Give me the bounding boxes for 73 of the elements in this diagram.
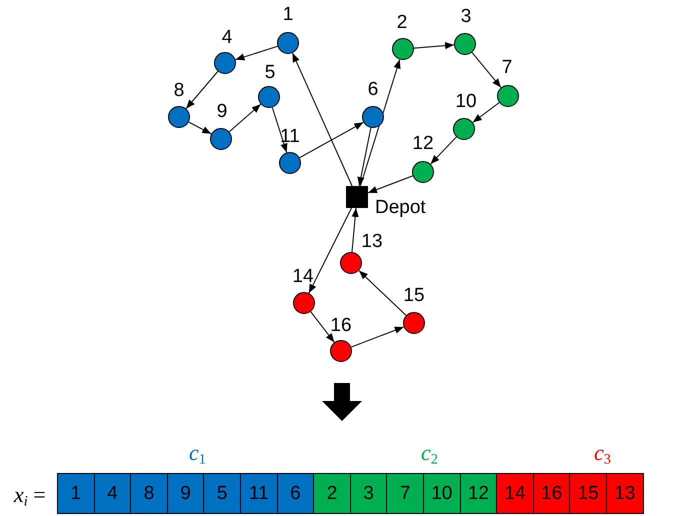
array-cell: 10 — [423, 473, 461, 514]
cluster-label: c$_{3}$ — [594, 442, 611, 467]
array-cell: 2 — [313, 473, 351, 514]
route-arrow — [186, 70, 218, 110]
customer-node — [277, 32, 299, 54]
customer-node — [293, 292, 315, 314]
route-arrow — [360, 59, 400, 186]
node-label: 14 — [292, 267, 314, 286]
node-label: Depot — [375, 198, 426, 217]
customer-node — [214, 52, 236, 74]
node-label: 4 — [222, 28, 232, 47]
route-arrow — [292, 52, 353, 186]
route-arrow — [413, 42, 455, 50]
node-label: 10 — [455, 92, 477, 111]
node-label: 15 — [403, 286, 425, 305]
customer-node — [392, 38, 414, 60]
customer-node — [210, 128, 232, 150]
array-cell: 6 — [276, 473, 314, 514]
customer-node — [330, 340, 352, 362]
array-cell: 7 — [386, 473, 424, 514]
route-arrow — [357, 127, 372, 186]
array-cell: 3 — [350, 473, 388, 514]
node-label: 11 — [280, 127, 300, 146]
customer-node — [412, 161, 434, 183]
route-arrow — [472, 102, 500, 123]
array-cell: 11 — [240, 473, 278, 514]
customer-node — [362, 106, 384, 128]
route-arrow — [308, 208, 352, 294]
node-label: 5 — [264, 63, 276, 82]
node-label: 13 — [361, 232, 383, 251]
array-cell: 4 — [94, 473, 132, 514]
node-label: 1 — [282, 5, 294, 24]
route-arrow — [358, 270, 407, 316]
array-cell: 9 — [166, 473, 204, 514]
customer-node — [453, 118, 475, 140]
cluster-label: c$_{2}$ — [421, 442, 438, 467]
array-cell: 5 — [203, 473, 241, 514]
array-cell: 16 — [532, 473, 570, 514]
route-arrow — [350, 326, 404, 348]
customer-node — [497, 85, 519, 107]
route-arrow — [272, 106, 288, 154]
route-arrow — [472, 52, 502, 88]
route-arrow — [234, 46, 278, 60]
node-label: 2 — [396, 13, 408, 32]
node-label: 9 — [216, 102, 228, 121]
route-arrow — [228, 104, 262, 132]
cluster-label: c$_{1}$ — [189, 442, 206, 467]
node-label: 7 — [502, 58, 512, 77]
customer-node — [454, 33, 476, 55]
customer-node — [168, 106, 190, 128]
customer-node — [403, 312, 425, 334]
depot-square — [346, 186, 368, 208]
array-cell: 8 — [130, 473, 168, 514]
vector-label: x$_{i}$ = — [14, 484, 46, 509]
node-label: 12 — [412, 134, 434, 153]
customer-node — [258, 86, 280, 108]
node-label: 16 — [330, 316, 352, 335]
route-arrow — [430, 136, 457, 165]
route-arrow — [188, 122, 212, 134]
node-label: 3 — [460, 7, 472, 26]
route-arrow — [352, 208, 359, 253]
node-label: 6 — [368, 80, 378, 99]
customer-node — [279, 152, 301, 174]
array-cell: 15 — [569, 473, 607, 514]
customer-node — [340, 252, 362, 274]
route-arrow — [310, 311, 335, 343]
array-cell: 13 — [606, 473, 644, 514]
node-label: 8 — [174, 81, 184, 100]
array-cell: 12 — [460, 473, 498, 514]
array-cell: 1 — [57, 473, 95, 514]
route-arrow — [368, 175, 414, 194]
array-cell: 14 — [496, 473, 534, 514]
route-arrow — [299, 122, 364, 158]
